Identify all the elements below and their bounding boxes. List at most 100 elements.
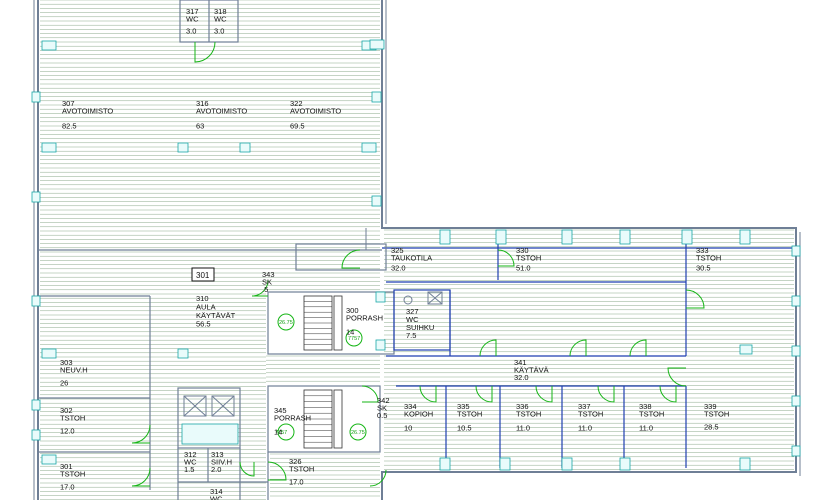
room-label-307: 307 xyxy=(62,99,75,108)
room-label-314: WC xyxy=(210,495,223,500)
window xyxy=(369,39,385,50)
room-label-327: WC xyxy=(406,315,419,324)
room-label-300: 300 xyxy=(346,306,359,315)
room-label-302: TSTOH xyxy=(60,414,85,423)
room-labels: 317WC3.0318WC3.0307AVOTOIMISTO82.5316AVO… xyxy=(60,7,729,500)
room-label-300: 14 xyxy=(346,328,354,337)
stair-landing-marker xyxy=(349,423,367,441)
window xyxy=(739,344,753,355)
plan-label-box xyxy=(191,267,215,282)
stair-flight xyxy=(333,389,343,449)
stair-mark: 7757 xyxy=(275,430,287,436)
room-label-317: 317 xyxy=(186,7,199,16)
window xyxy=(739,229,751,245)
room-label-337: 11.0 xyxy=(578,424,592,433)
elevator-shafts xyxy=(181,291,443,445)
room-label-312: 1.5 xyxy=(184,465,194,474)
room-label-313: SIIV.H xyxy=(211,458,232,467)
room-label-345: PORRASH xyxy=(274,414,311,423)
room-label-330: 51.0 xyxy=(516,264,531,273)
room-label-330: 330 xyxy=(516,246,529,255)
window xyxy=(371,91,382,103)
room-label-338: 11.0 xyxy=(639,424,653,433)
stair-mark: 7757 xyxy=(348,336,360,342)
room-label-336: TSTOH xyxy=(516,410,541,419)
room-label-318: WC xyxy=(214,15,227,24)
room-label-343: 343 xyxy=(262,270,275,279)
room-label-325: TAUKOTILA xyxy=(391,254,432,263)
room-label-334: 10 xyxy=(404,424,412,433)
room-label-314: 314 xyxy=(210,487,223,496)
window xyxy=(41,348,57,359)
window xyxy=(439,229,451,245)
window xyxy=(619,457,631,471)
room-label-335: TSTOH xyxy=(457,410,482,419)
room-label-310: AULA xyxy=(196,303,216,312)
room-label-339: TSTOH xyxy=(704,410,729,419)
window xyxy=(791,295,801,307)
stair-flight xyxy=(333,295,343,351)
room-label-316: 316 xyxy=(196,99,209,108)
room-label-325: 325 xyxy=(391,246,404,255)
interior-walls xyxy=(38,0,796,500)
room-label-338: 338 xyxy=(639,402,652,411)
room-label-334: KOPIOH xyxy=(404,410,433,419)
window xyxy=(361,142,377,153)
room-label-310: 310 xyxy=(196,294,209,303)
room-label-303: 26 xyxy=(60,379,68,388)
window xyxy=(239,142,251,153)
room-label-317: WC xyxy=(186,15,199,24)
room-label-327: 7.5 xyxy=(406,331,416,340)
room-label-301: 17.0 xyxy=(60,483,75,492)
room-label-333: 30.5 xyxy=(696,264,711,273)
window xyxy=(31,429,41,441)
window xyxy=(499,457,511,471)
window xyxy=(177,142,189,153)
window xyxy=(41,40,57,51)
window xyxy=(375,291,386,303)
room-label-310: 56.5 xyxy=(196,320,211,329)
room-label-335: 335 xyxy=(457,402,470,411)
stair-mark: 26.75 xyxy=(351,430,365,436)
window xyxy=(41,142,57,153)
window xyxy=(561,229,573,245)
window xyxy=(371,195,382,207)
room-label-307: 82.5 xyxy=(62,122,77,131)
room-label-302: 12.0 xyxy=(60,427,75,436)
window xyxy=(791,395,801,407)
room-label-337: 337 xyxy=(578,402,591,411)
window xyxy=(681,229,693,245)
room-label-335: 10.5 xyxy=(457,424,472,433)
room-label-341: KÄYTÄVÄ xyxy=(514,366,549,375)
room-label-325: 32.0 xyxy=(391,264,406,273)
room-label-330: TSTOH xyxy=(516,254,541,263)
plan-label: 301 xyxy=(196,271,210,280)
room-label-301: 301 xyxy=(60,462,73,471)
room-label-338: TSTOH xyxy=(639,410,664,419)
room-label-303: 303 xyxy=(60,358,73,367)
windows xyxy=(31,39,801,471)
room-label-316: AVOTOIMISTO xyxy=(196,107,247,116)
room-label-310: KÄYTÄVÄT xyxy=(196,311,236,320)
room-label-316: 63 xyxy=(196,122,204,131)
room-label-326: 326 xyxy=(289,457,302,466)
room-label-342: SK xyxy=(377,404,387,413)
room-label-300: PORRASH xyxy=(346,314,383,323)
window xyxy=(41,454,57,465)
room-label-341: 341 xyxy=(514,358,527,367)
window xyxy=(31,191,41,203)
room-label-326: 17.0 xyxy=(289,478,304,487)
room-label-301: TSTOH xyxy=(60,470,85,479)
room-label-339: 339 xyxy=(704,402,717,411)
window xyxy=(495,229,507,245)
room-label-312: 312 xyxy=(184,450,197,459)
room-label-313: 2.0 xyxy=(211,465,221,474)
window xyxy=(31,91,41,103)
room-label-307: AVOTOIMISTO xyxy=(62,107,113,116)
stair-landing-marker xyxy=(345,329,363,347)
room-label-322: 322 xyxy=(290,99,303,108)
stair-landing-marker xyxy=(277,313,295,331)
room-label-318: 318 xyxy=(214,7,227,16)
room-label-303: NEUV.H xyxy=(60,366,88,375)
window xyxy=(439,457,451,471)
